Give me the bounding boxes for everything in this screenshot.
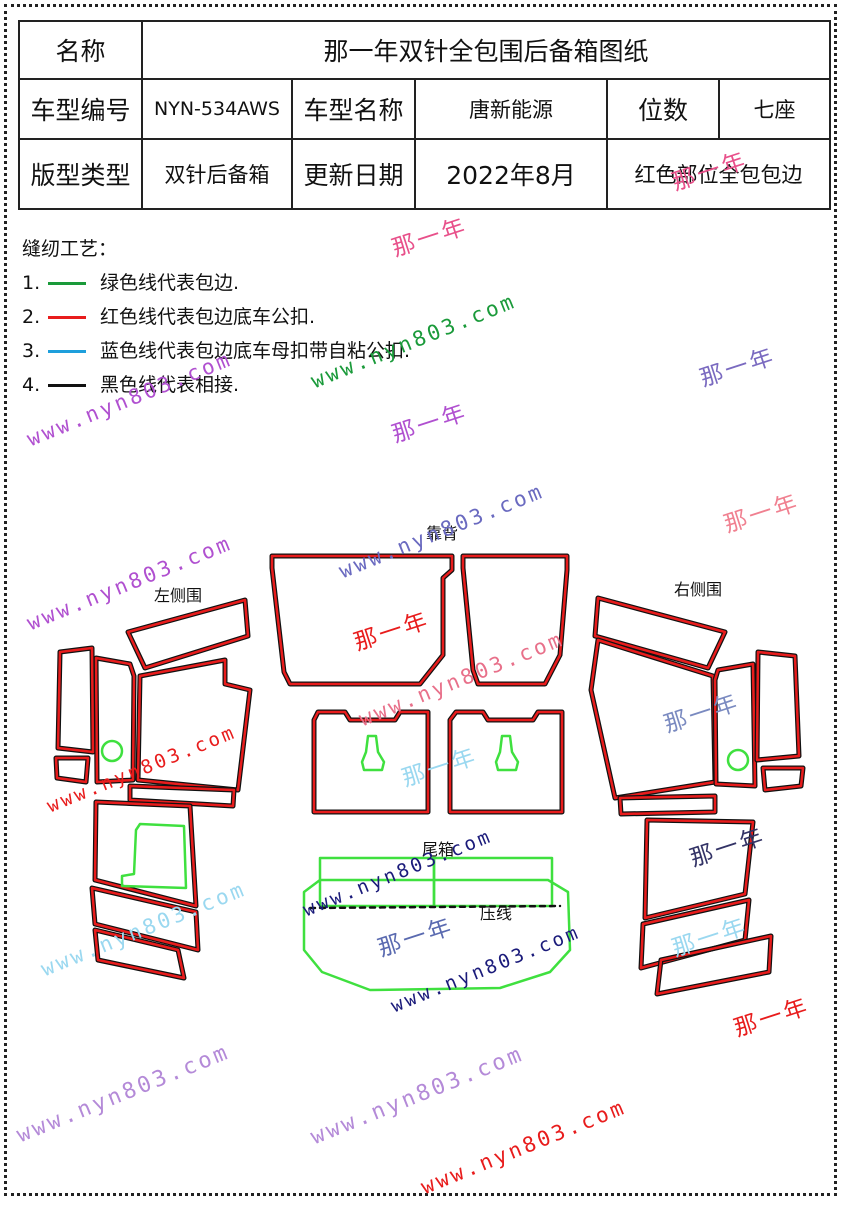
trunk-floor	[302, 878, 572, 992]
right-column-panel	[712, 661, 758, 789]
edge-note: 红色部位全包包边	[605, 138, 832, 210]
page-border	[4, 4, 837, 1196]
hook-cutout-left	[360, 734, 386, 772]
backrest-pieces	[269, 553, 570, 815]
table-row: 版型类型 双针后备箱 更新日期 2022年8月 红色部位全包包边	[18, 138, 832, 210]
right-edge-panel	[754, 649, 802, 763]
sewing-process-notes: 缝纫工艺： 1. 绿色线代表包边. 2. 红色线代表包边底车公扣. 3. 蓝色线…	[22, 232, 410, 402]
trunk-pieces	[302, 856, 572, 992]
trunk-label: 尾箱	[422, 840, 455, 859]
press-line-label: 压线	[480, 904, 513, 923]
left-top-strip	[125, 597, 251, 671]
info-table: 名称 那一年双针全包围后备箱图纸 车型编号 NYN-534AWS 车型名称 唐新…	[18, 20, 832, 210]
backrest-label: 靠背	[426, 524, 459, 543]
press-line	[308, 904, 562, 910]
right-side-label: 右侧围	[674, 580, 723, 599]
left-circle-cutout	[100, 739, 124, 763]
right-circle-cutout	[726, 748, 750, 772]
seats-label: 位数	[606, 78, 720, 140]
blue-line-swatch	[48, 349, 86, 353]
trunk-right-wall	[432, 856, 554, 908]
black-line-swatch	[48, 383, 86, 387]
table-row: 名称 那一年双针全包围后备箱图纸	[18, 20, 832, 80]
model-name: 唐新能源	[414, 78, 608, 140]
type-label: 版型类型	[18, 138, 143, 210]
date-value: 2022年8月	[414, 138, 608, 210]
table-row: 车型编号 NYN-534AWS 车型名称 唐新能源 位数 七座	[18, 78, 832, 140]
date-label: 更新日期	[291, 138, 416, 210]
red-line-swatch	[48, 315, 86, 319]
green-line-swatch	[48, 281, 86, 285]
name-label: 名称	[18, 20, 143, 80]
model-code: NYN-534AWS	[141, 78, 293, 140]
seats-value: 七座	[717, 78, 832, 140]
model-name-label: 车型名称	[291, 78, 416, 140]
process-heading: 缝纫工艺：	[22, 238, 118, 260]
process-item-4: 4. 黑色线代表相接.	[22, 374, 240, 396]
drawing-title: 那一年双针全包围后备箱图纸	[140, 20, 832, 80]
process-item-2: 2. 红色线代表包边底车公扣.	[22, 306, 316, 328]
right-side-pieces	[588, 595, 806, 997]
left-lower-cutout	[120, 822, 188, 890]
process-item-1: 1. 绿色线代表包边.	[22, 272, 240, 294]
left-edge-panel	[55, 645, 96, 755]
type-value: 双针后备箱	[141, 138, 293, 210]
left-side-label: 左侧围	[154, 586, 203, 605]
hook-cutout-right	[494, 734, 520, 772]
process-item-3: 3. 蓝色线代表包边底车母扣带自粘公扣.	[22, 340, 411, 362]
left-side-pieces	[53, 597, 253, 981]
model-code-label: 车型编号	[18, 78, 143, 140]
